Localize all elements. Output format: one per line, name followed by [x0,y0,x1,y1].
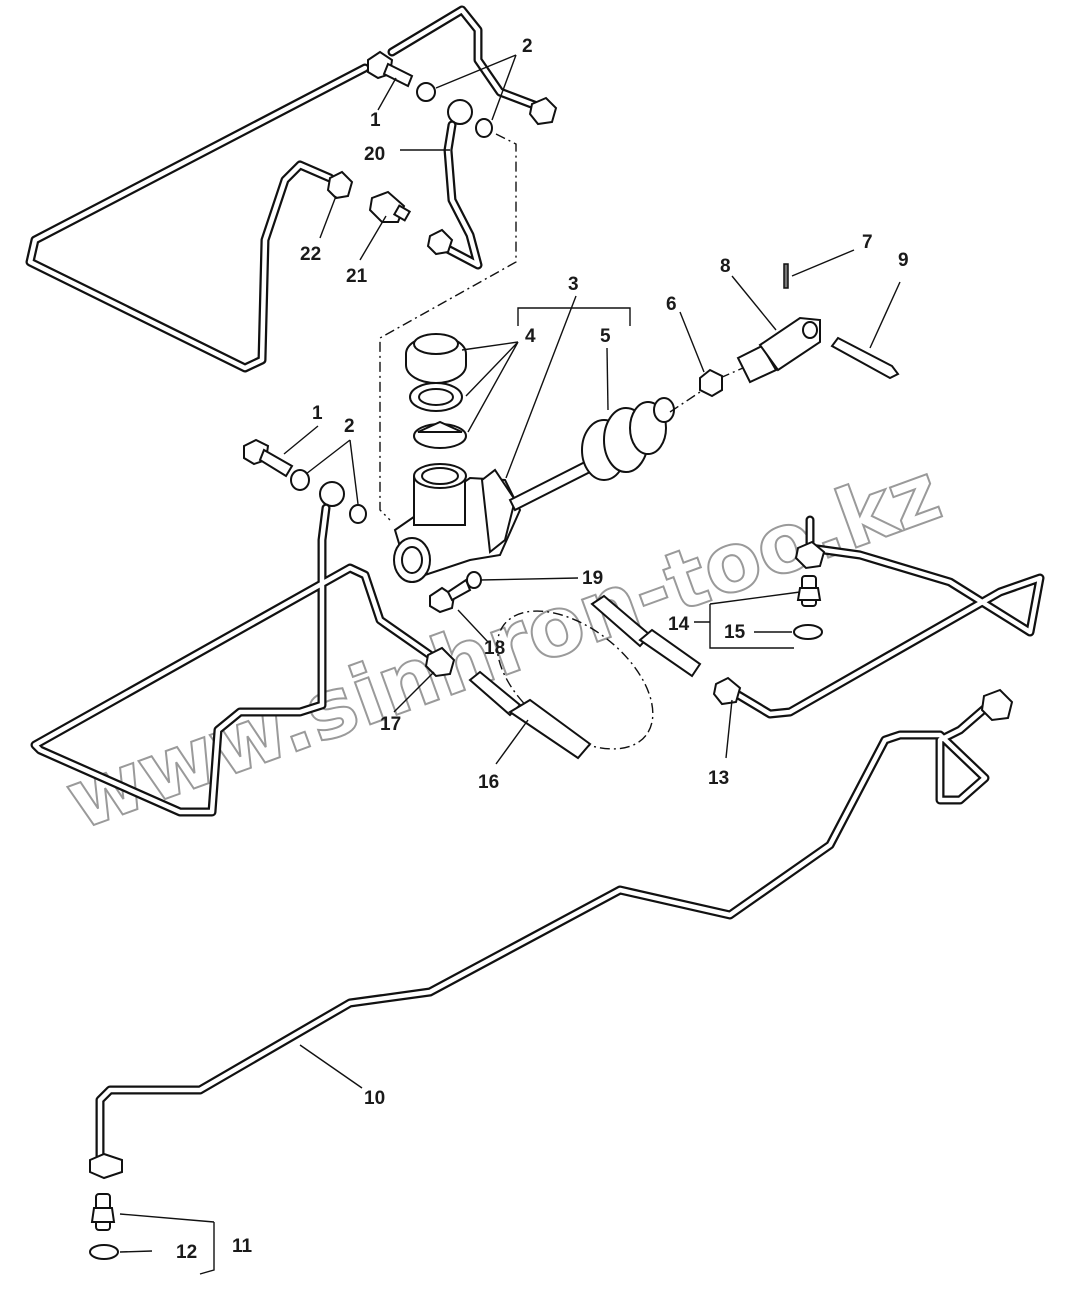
hose-dash-ellipse [496,610,654,750]
callout-12: 12 [176,1242,197,1263]
washer-2-upper-b [475,118,493,138]
pipe-10 [89,688,1014,1180]
union-21 [368,190,412,223]
pin-7 [783,263,789,289]
callout-14: 14 [668,614,690,635]
callout-9: 9 [898,250,909,271]
upper-pipe [25,5,547,373]
seal-12 [89,1244,119,1260]
bolt-1-lower [243,438,294,478]
callout-2-upper: 2 [522,36,533,57]
callout-22: 22 [300,244,321,265]
callout-17: 17 [380,714,401,735]
callout-1-upper: 1 [370,110,381,131]
reservoir-cap-4 [405,333,467,384]
hose-16 [468,594,702,760]
pin-9 [830,336,900,380]
callout-6: 6 [666,294,677,315]
seal-15 [793,624,823,640]
callout-19: 19 [582,568,603,589]
callout-18: 18 [484,638,505,659]
nut-upper-right [528,96,558,126]
washer-2-lower-b [349,504,367,524]
callout-13: 13 [708,768,729,789]
union-14 [796,575,822,607]
washer-2-upper-a [416,82,436,102]
nut-22 [326,170,354,200]
callout-10: 10 [364,1088,385,1109]
bolt-18 [429,578,472,614]
callout-15: 15 [724,622,746,643]
push-rod [508,460,592,512]
callout-1-lower: 1 [312,403,323,424]
boot-5 [581,397,675,481]
callout-16: 16 [478,772,499,793]
seal-ring-4-inner [418,388,454,406]
callout-4: 4 [525,326,536,347]
clevis-8 [736,316,821,384]
nut-6 [699,368,723,398]
callout-7: 7 [862,232,873,253]
diaphragm-4 [413,420,467,449]
callout-2-lower: 2 [344,416,355,437]
callout-8: 8 [720,256,731,277]
callout-21: 21 [346,266,368,287]
master-cylinder-3 [393,463,522,583]
pipe-17 [30,481,456,817]
union-11 [90,1193,116,1231]
callout-3: 3 [568,274,579,295]
pipe-13 [712,515,1045,719]
washer-2-lower-a [290,469,310,491]
callout-11: 11 [232,1236,253,1257]
callout-labels: 1 2 2 1 3 4 5 6 7 8 9 10 11 12 13 14 15 … [176,36,909,1263]
washer-19 [466,571,482,589]
bolt-1-upper [367,50,414,88]
banjo-pipe-20 [426,99,483,270]
callout-20: 20 [364,144,385,165]
callout-5: 5 [600,326,611,347]
leader-lines [119,54,901,1275]
